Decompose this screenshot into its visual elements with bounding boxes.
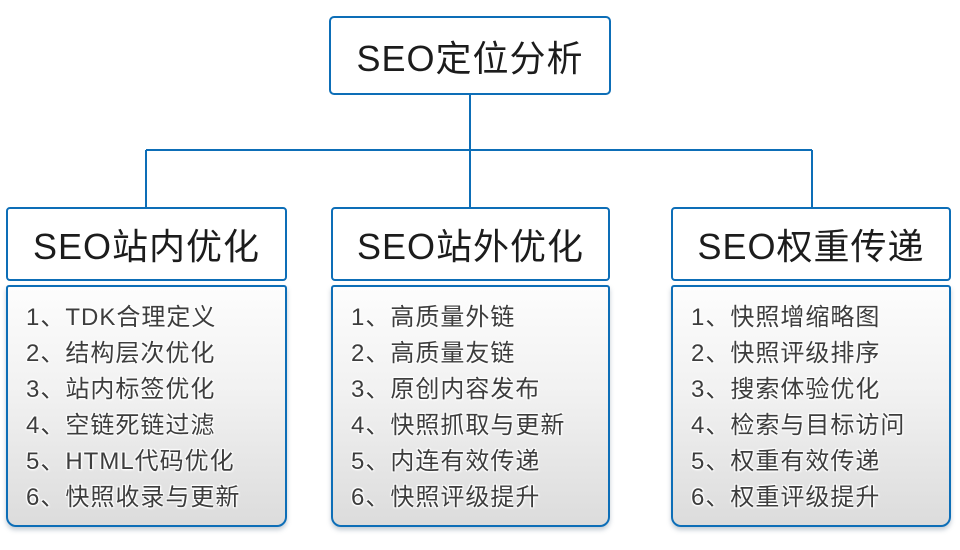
node-weight-title: SEO权重传递	[697, 226, 925, 267]
list-item: 5、权重有效传递	[691, 448, 881, 475]
root-node-title: SEO定位分析	[356, 37, 584, 79]
list-item: 2、快照评级排序	[691, 340, 881, 367]
list-item: 4、空链死链过滤	[26, 412, 216, 439]
list-offsite-optimization: 1、高质量外链 2、高质量友链 3、原创内容发布 4、快照抓取与更新 5、内连有…	[331, 285, 610, 527]
list-item: 4、检索与目标访问	[691, 412, 906, 439]
list-item: 3、原创内容发布	[351, 376, 541, 403]
list-item: 1、高质量外链	[351, 304, 516, 331]
list-item: 3、站内标签优化	[26, 376, 216, 403]
list-onsite-optimization: 1、TDK合理定义 2、结构层次优化 3、站内标签优化 4、空链死链过滤 5、H…	[6, 285, 287, 527]
node-onsite-optimization: SEO站内优化	[6, 207, 287, 281]
list-item: 1、TDK合理定义	[26, 304, 217, 331]
list-item: 5、HTML代码优化	[26, 448, 235, 475]
list-item: 1、快照增缩略图	[691, 304, 881, 331]
list-item: 5、内连有效传递	[351, 448, 541, 475]
list-item: 4、快照抓取与更新	[351, 412, 566, 439]
node-offsite-optimization: SEO站外优化	[331, 207, 610, 281]
list-item: 6、权重评级提升	[691, 484, 881, 511]
node-weight-transfer: SEO权重传递	[671, 207, 951, 281]
list-item: 3、搜索体验优化	[691, 376, 881, 403]
list-item: 2、高质量友链	[351, 340, 516, 367]
list-item: 6、快照评级提升	[351, 484, 541, 511]
node-offsite-title: SEO站外优化	[356, 226, 585, 267]
node-onsite-title: SEO站内优化	[32, 226, 261, 267]
list-item: 2、结构层次优化	[26, 340, 216, 367]
list-item: 6、快照收录与更新	[26, 484, 241, 511]
list-weight-transfer: 1、快照增缩略图 2、快照评级排序 3、搜索体验优化 4、检索与目标访问 5、权…	[671, 285, 951, 527]
root-node-seo-positioning: SEO定位分析	[329, 16, 611, 95]
